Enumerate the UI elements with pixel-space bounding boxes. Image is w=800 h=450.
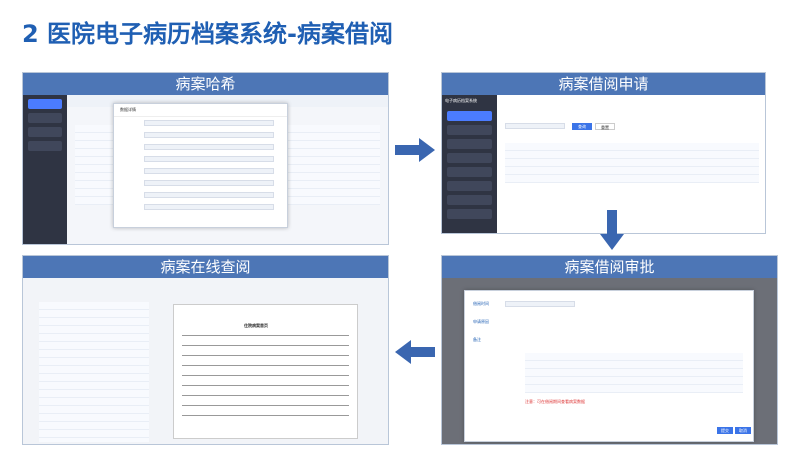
arrow-right-icon <box>395 138 435 162</box>
hash-sidebar-item[interactable] <box>28 141 62 151</box>
panel-borrow-approve: 病案借阅审批 借阅时间 申请原因 备注 注意：可在借阅期间查看病案数据 提交 取… <box>441 255 778 445</box>
panel-online-view: 病案在线查阅 住院病案首页 <box>22 255 389 445</box>
doc-line <box>182 355 349 356</box>
hash-sidebar-item[interactable] <box>28 99 62 109</box>
request-sidebar-item[interactable] <box>447 209 492 219</box>
hash-field <box>144 132 274 138</box>
approve-submit-button[interactable]: 提交 <box>717 427 733 434</box>
request-sidebar-item[interactable] <box>447 111 492 121</box>
approve-remark-label: 备注 <box>473 337 481 342</box>
doc-line <box>182 385 349 386</box>
hash-modal-title: 数据详情 <box>114 104 287 117</box>
doc-line <box>182 365 349 366</box>
online-view-tree <box>39 302 149 442</box>
hash-sidebar-item[interactable] <box>28 113 62 123</box>
approve-time-input[interactable] <box>505 301 575 307</box>
doc-line <box>182 405 349 406</box>
borrow-request-screenshot: 电子病历档案系统 查询 重置 <box>442 95 765 233</box>
hash-screenshot: 数据详情 <box>23 95 388 244</box>
panel-borrow-approve-title: 病案借阅审批 <box>442 256 777 278</box>
panel-borrow-request-title: 病案借阅申请 <box>442 73 765 95</box>
doc-header: 住院病案首页 <box>244 323 268 328</box>
hash-sidebar <box>23 95 67 244</box>
doc-line <box>182 415 349 416</box>
request-sidebar-item[interactable] <box>447 181 492 191</box>
hash-field <box>144 192 274 198</box>
hash-modal: 数据详情 <box>113 103 288 228</box>
panel-borrow-request: 病案借阅申请 电子病历档案系统 查询 重置 <box>441 72 766 234</box>
request-sidebar-item[interactable] <box>447 139 492 149</box>
request-app-title: 电子病历档案系统 <box>445 98 477 103</box>
panel-hash-title: 病案哈希 <box>23 73 388 95</box>
request-sidebar-item[interactable] <box>447 167 492 177</box>
page-title: 2 医院电子病历档案系统-病案借阅 <box>22 20 394 48</box>
panel-hash: 病案哈希 数据详情 <box>22 72 389 245</box>
online-view-screenshot: 住院病案首页 <box>23 278 388 444</box>
request-sidebar-item[interactable] <box>447 195 492 205</box>
arrow-left-icon <box>395 340 435 364</box>
panel-online-view-title: 病案在线查阅 <box>23 256 388 278</box>
request-sidebar-item[interactable] <box>447 153 492 163</box>
hash-field <box>144 156 274 162</box>
hash-field <box>144 168 274 174</box>
arrow-down-icon <box>600 210 624 250</box>
request-sidebar: 电子病历档案系统 <box>442 95 497 233</box>
doc-line <box>182 345 349 346</box>
request-reset-button[interactable]: 重置 <box>595 123 615 130</box>
borrow-approve-screenshot: 借阅时间 申请原因 备注 注意：可在借阅期间查看病案数据 提交 取消 <box>442 278 777 444</box>
request-sidebar-item[interactable] <box>447 125 492 135</box>
doc-line <box>182 395 349 396</box>
hash-field <box>144 144 274 150</box>
request-search-input[interactable] <box>505 123 565 129</box>
approve-modal: 借阅时间 申请原因 备注 注意：可在借阅期间查看病案数据 提交 取消 <box>464 290 754 442</box>
hash-field <box>144 204 274 210</box>
doc-line <box>182 375 349 376</box>
doc-line <box>182 335 349 336</box>
request-content: 查询 重置 <box>497 95 765 233</box>
request-table <box>505 143 759 183</box>
approve-tip: 注意：可在借阅期间查看病案数据 <box>525 399 585 404</box>
hash-sidebar-item[interactable] <box>28 127 62 137</box>
approve-table <box>525 353 743 393</box>
request-query-button[interactable]: 查询 <box>572 123 592 130</box>
approve-cancel-button[interactable]: 取消 <box>735 427 751 434</box>
online-view-document: 住院病案首页 <box>173 304 358 439</box>
hash-field <box>144 120 274 126</box>
hash-field <box>144 180 274 186</box>
approve-time-label: 借阅时间 <box>473 301 489 306</box>
approve-reason-label: 申请原因 <box>473 319 489 324</box>
